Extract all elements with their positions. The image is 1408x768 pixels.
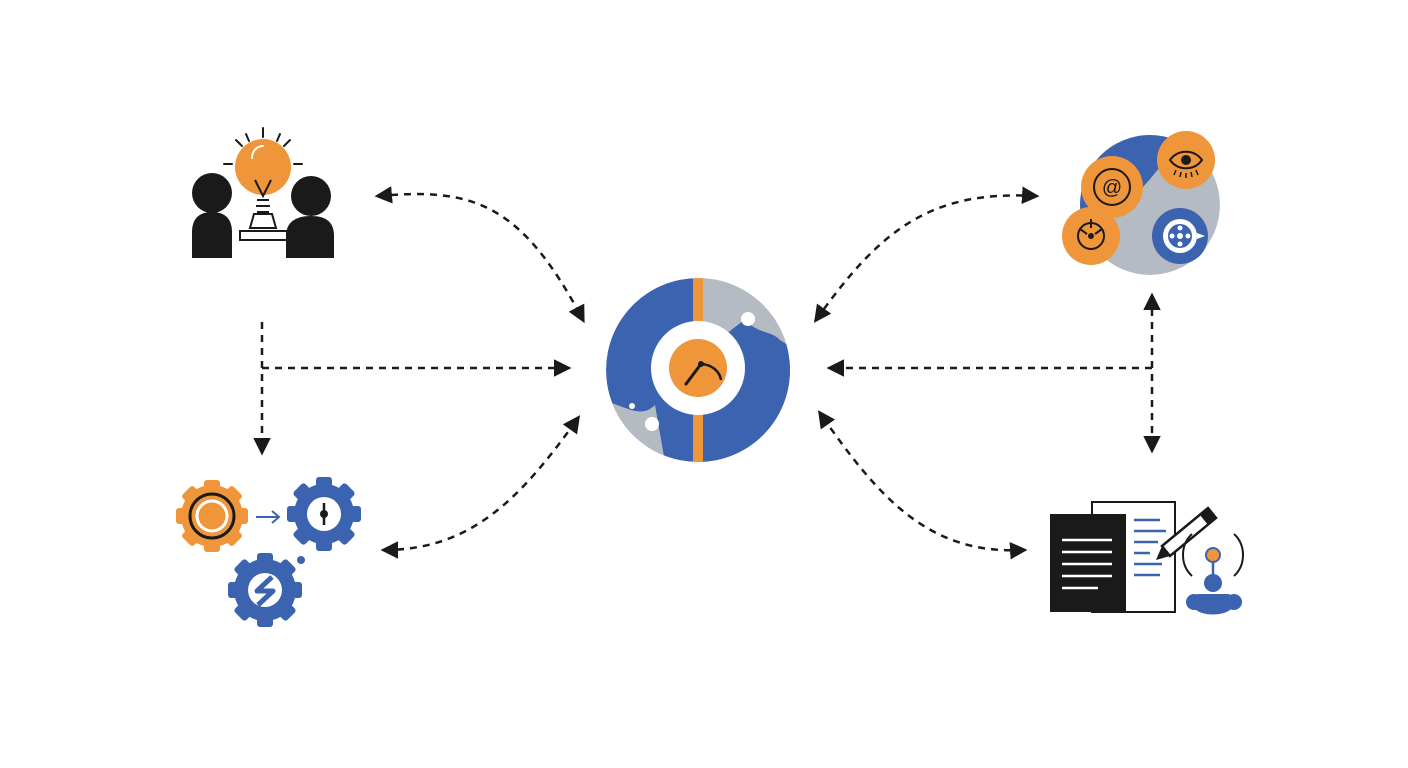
svg-text:@: @ xyxy=(1102,177,1122,199)
blue-gear-icon xyxy=(287,477,361,551)
documents-pen-person-icon xyxy=(1050,501,1244,615)
film-reel-icon xyxy=(1152,208,1208,264)
broadcasting-person-icon xyxy=(1182,533,1244,615)
team-lightbulb-icon xyxy=(192,127,334,258)
connector-collab-hub-curve xyxy=(374,186,585,324)
eye-email-target-cluster-icon: @ xyxy=(1062,131,1220,275)
connector-documentation-hub xyxy=(818,410,1028,560)
lightbulb-icon xyxy=(223,127,303,241)
connector-processes-hub xyxy=(380,415,581,559)
orange-gear-icon xyxy=(176,480,248,552)
small-dot-icon xyxy=(297,556,305,564)
person-left-icon xyxy=(192,173,232,258)
target-icon xyxy=(1062,207,1120,265)
person-right-icon xyxy=(286,176,334,258)
connector-monitoring-hub-curve xyxy=(813,186,1040,323)
email-at-icon: @ xyxy=(1081,156,1143,218)
currency-gear-icon xyxy=(228,553,302,627)
process-arrow-icon xyxy=(256,510,281,524)
connectors xyxy=(253,186,1161,560)
gears-icon xyxy=(176,477,361,627)
eye-icon xyxy=(1157,131,1215,189)
pen-icon xyxy=(1156,506,1218,560)
gauge-hub-icon xyxy=(606,278,790,462)
front-document-icon xyxy=(1050,514,1126,612)
